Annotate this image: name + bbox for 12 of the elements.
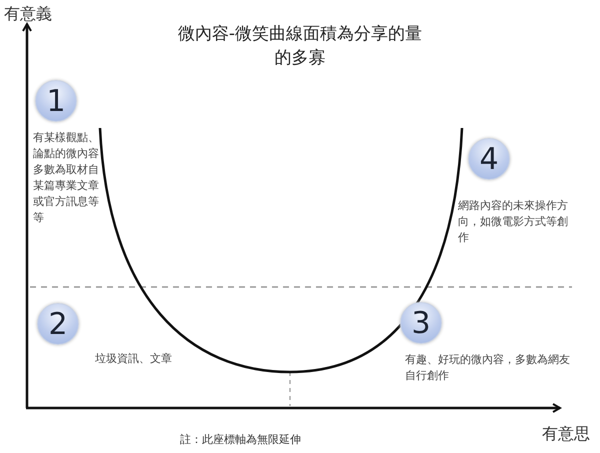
axis-label: 有意義 — [4, 4, 52, 25]
title: 微內容-微笑曲線面積為分享的量的多寡 — [176, 23, 424, 70]
axis-label: 有意思 — [542, 424, 590, 445]
number-circle: 2 — [37, 303, 79, 345]
number-circle: 1 — [35, 80, 77, 122]
number-circle: 4 — [468, 138, 510, 180]
number-circle: 3 — [400, 302, 442, 344]
description-text: 網路內容的未來操作方向，如微電影方式等創作 — [458, 198, 569, 246]
description-text: 有某樣觀點、論點的微內容多數為取材自某篇專業文章或官方訊息等等 — [33, 130, 99, 226]
description-text: 垃圾資訊、文章 — [95, 351, 173, 367]
footnote: 註：此座標軸為無限延伸 — [180, 432, 301, 447]
description-text: 有趣、好玩的微內容，多數為網友自行創作 — [405, 352, 570, 384]
